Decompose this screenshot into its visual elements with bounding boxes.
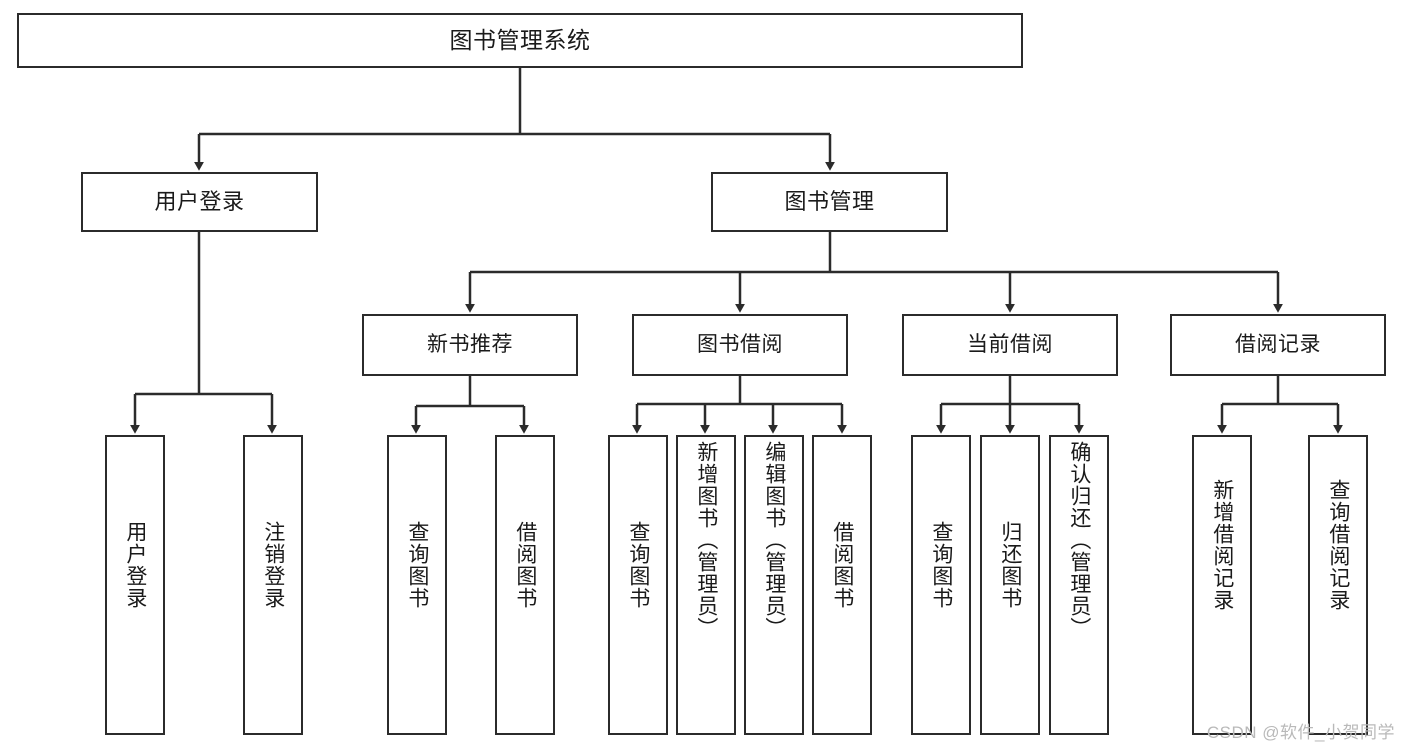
node-current-borrow[interactable]: 当前借阅 xyxy=(902,314,1118,376)
node-leaf-confirm-return[interactable]: 确认归还（管理员） xyxy=(1049,435,1109,735)
node-current-borrow-label: 当前借阅 xyxy=(967,332,1053,356)
node-leaf-confirm-return-label: 确认归还（管理员） xyxy=(1067,441,1091,639)
node-leaf-edit-book-label: 编辑图书（管理员） xyxy=(762,441,786,639)
node-book-manage[interactable]: 图书管理 xyxy=(711,172,948,232)
node-leaf-query-book-3-label: 查询图书 xyxy=(929,521,953,609)
node-leaf-borrow-book-2[interactable]: 借阅图书 xyxy=(812,435,872,735)
node-leaf-return-book-label: 归还图书 xyxy=(998,521,1022,609)
node-leaf-user-logout-label: 注销登录 xyxy=(261,521,285,609)
node-leaf-user-login[interactable]: 用户登录 xyxy=(105,435,165,735)
csdn-watermark: CSDN @软件_小贺同学 xyxy=(1206,723,1395,742)
node-leaf-borrow-book-2-label: 借阅图书 xyxy=(830,521,854,609)
node-borrow-record-label: 借阅记录 xyxy=(1235,332,1321,356)
node-leaf-query-book-1-label: 查询图书 xyxy=(405,521,429,609)
node-leaf-add-record[interactable]: 新增借阅记录 xyxy=(1192,435,1252,735)
node-leaf-query-book-2-label: 查询图书 xyxy=(626,521,650,609)
node-leaf-add-record-label: 新增借阅记录 xyxy=(1210,479,1234,611)
node-leaf-query-book-3[interactable]: 查询图书 xyxy=(911,435,971,735)
node-leaf-add-book-label: 新增图书（管理员） xyxy=(694,441,718,639)
node-new-book-recommend-label: 新书推荐 xyxy=(427,332,513,356)
node-leaf-borrow-book-1-label: 借阅图书 xyxy=(513,521,537,609)
node-leaf-edit-book[interactable]: 编辑图书（管理员） xyxy=(744,435,804,735)
node-book-borrow[interactable]: 图书借阅 xyxy=(632,314,848,376)
node-leaf-query-record[interactable]: 查询借阅记录 xyxy=(1308,435,1368,735)
node-leaf-query-book-1[interactable]: 查询图书 xyxy=(387,435,447,735)
node-leaf-user-login-label: 用户登录 xyxy=(123,521,147,609)
node-leaf-add-book[interactable]: 新增图书（管理员） xyxy=(676,435,736,735)
node-book-borrow-label: 图书借阅 xyxy=(697,332,783,356)
node-root[interactable]: 图书管理系统 xyxy=(17,13,1023,68)
node-book-manage-label: 图书管理 xyxy=(784,189,875,215)
node-root-label: 图书管理系统 xyxy=(449,26,591,53)
node-user-login[interactable]: 用户登录 xyxy=(81,172,318,232)
node-leaf-borrow-book-1[interactable]: 借阅图书 xyxy=(495,435,555,735)
node-leaf-user-logout[interactable]: 注销登录 xyxy=(243,435,303,735)
node-leaf-return-book[interactable]: 归还图书 xyxy=(980,435,1040,735)
node-leaf-query-record-label: 查询借阅记录 xyxy=(1326,479,1350,611)
node-user-login-label: 用户登录 xyxy=(154,189,245,215)
node-borrow-record[interactable]: 借阅记录 xyxy=(1170,314,1386,376)
node-leaf-query-book-2[interactable]: 查询图书 xyxy=(608,435,668,735)
node-new-book-recommend[interactable]: 新书推荐 xyxy=(362,314,578,376)
